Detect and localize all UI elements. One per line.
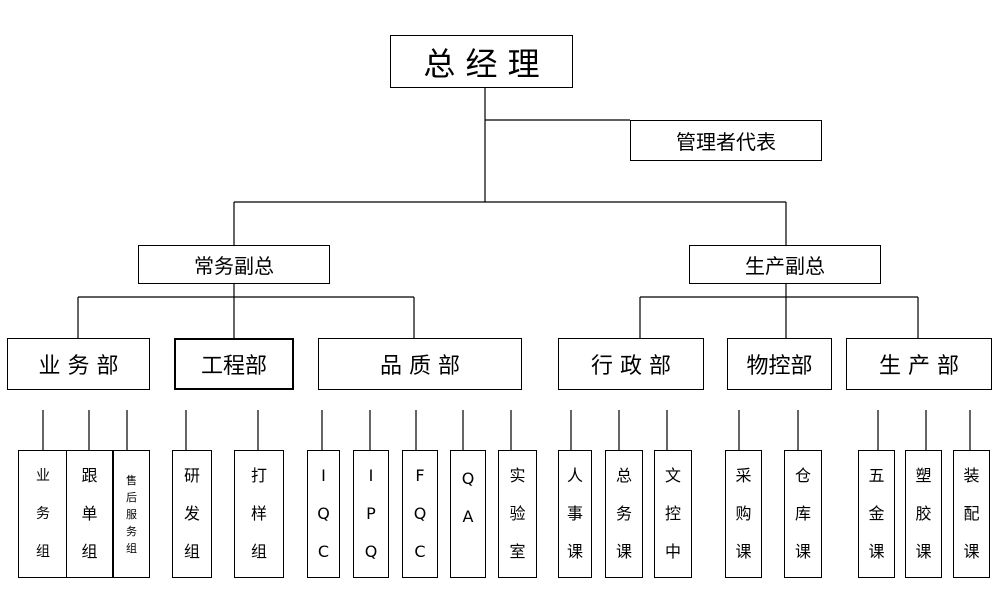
unit-label-char: 业	[36, 468, 50, 484]
unit-box: 五金课	[858, 450, 895, 578]
unit-label-char: 装	[963, 466, 980, 485]
unit-label-char: 跟	[81, 466, 98, 485]
unit-box: 人事课	[558, 450, 592, 578]
unit-label-char: 售	[126, 473, 137, 487]
unit-box: 采购课	[725, 450, 762, 578]
engineering-department-box: 工程部	[174, 338, 294, 390]
unit-box: 文控中	[654, 450, 692, 578]
unit-box: 塑胶课	[905, 450, 942, 578]
business-department-box: 业 务 部	[7, 338, 150, 390]
business-department-label: 业 务 部	[38, 354, 119, 379]
unit-box: 研发组	[172, 450, 212, 578]
unit-label-char: 课	[566, 542, 583, 561]
unit-label-char: 文	[664, 466, 681, 485]
unit-label-char: 组	[126, 541, 137, 555]
quality-department-label: 品 质 部	[380, 354, 460, 379]
unit-label-char: 组	[250, 542, 267, 561]
unit-label-char: 样	[250, 504, 267, 523]
unit-label-char: 务	[615, 504, 632, 523]
unit-label-char: Q	[317, 504, 330, 523]
unit-label-char: 塑	[915, 466, 932, 485]
unit-label-char: 中	[664, 542, 681, 561]
unit-label-char: 服	[126, 507, 137, 521]
unit-label-char: 务	[36, 506, 50, 522]
unit-label-char: 打	[250, 466, 267, 485]
production-department-label: 生 产 部	[879, 354, 959, 379]
unit-label-char: 课	[735, 542, 752, 561]
unit-label-char: 务	[126, 524, 137, 538]
engineering-department-label: 工程部	[200, 354, 267, 379]
unit-box: 仓库课	[784, 450, 822, 578]
unit-label-char: 发	[183, 504, 200, 523]
material-control-department-box: 物控部	[727, 338, 832, 390]
quality-department-box: 品 质 部	[318, 338, 522, 390]
unit-label-char: 仓	[794, 466, 811, 485]
unit-label-char: 课	[615, 542, 632, 561]
unit-label-char: 人	[566, 466, 583, 485]
unit-label-char: 单	[81, 504, 98, 523]
admin-department-label: 行 政 部	[591, 354, 671, 379]
unit-box: 打样组	[234, 450, 284, 578]
unit-box: 实验室	[498, 450, 537, 578]
material-control-department-label: 物控部	[746, 354, 813, 379]
unit-label-char: 金	[868, 504, 885, 523]
unit-label-char: 后	[126, 490, 137, 504]
general-manager-label: 总 经 理	[423, 44, 540, 83]
unit-label-char: 课	[963, 542, 980, 561]
unit-label-char: 控	[664, 504, 681, 523]
unit-label-char: I	[368, 466, 374, 485]
unit-box: 总务课	[605, 450, 643, 578]
unit-label-char: F	[415, 466, 425, 485]
unit-label-char: A	[462, 507, 474, 526]
unit-label-char: P	[366, 504, 376, 523]
unit-label-char: 课	[915, 542, 932, 561]
unit-label-char: 胶	[915, 504, 932, 523]
management-representative-label: 管理者代表	[676, 130, 776, 154]
unit-box: 业务组	[18, 450, 68, 578]
unit-label-char: Q	[364, 542, 378, 561]
unit-label-char: 库	[794, 504, 811, 523]
unit-box: 跟单组	[66, 450, 113, 578]
unit-label-char: Q	[413, 504, 427, 523]
production-department-box: 生 产 部	[846, 338, 992, 390]
admin-department-box: 行 政 部	[558, 338, 704, 390]
unit-label-char: 总	[615, 466, 632, 485]
production-vp-label: 生产副总	[745, 254, 825, 278]
unit-label-char: C	[317, 542, 330, 561]
unit-label-char: 事	[566, 504, 583, 523]
unit-label-char: 室	[509, 542, 526, 561]
unit-label-char: 采	[735, 466, 752, 485]
executive-vp-box: 常务副总	[138, 245, 330, 284]
unit-label-char: 组	[36, 544, 50, 560]
management-representative-box: 管理者代表	[630, 120, 822, 161]
unit-box: 售后服务组	[113, 450, 150, 578]
unit-label-char: 实	[509, 466, 526, 485]
unit-label-char: 课	[794, 542, 811, 561]
unit-label-char: 课	[868, 542, 885, 561]
unit-label-char: 购	[735, 504, 752, 523]
unit-label-char: I	[321, 466, 326, 485]
unit-label-char: C	[414, 542, 426, 561]
unit-label-char: 五	[868, 466, 885, 485]
production-vp-box: 生产副总	[689, 245, 881, 284]
unit-label-char: Q	[461, 469, 475, 488]
executive-vp-label: 常务副总	[194, 254, 274, 278]
unit-label-char: 组	[81, 542, 98, 561]
unit-box: 装配课	[953, 450, 990, 578]
unit-label-char: 验	[509, 504, 526, 523]
unit-label-char: 组	[183, 542, 200, 561]
general-manager-box: 总 经 理	[390, 35, 573, 88]
unit-label-char: 研	[183, 466, 200, 485]
unit-label-char: 配	[963, 504, 980, 523]
